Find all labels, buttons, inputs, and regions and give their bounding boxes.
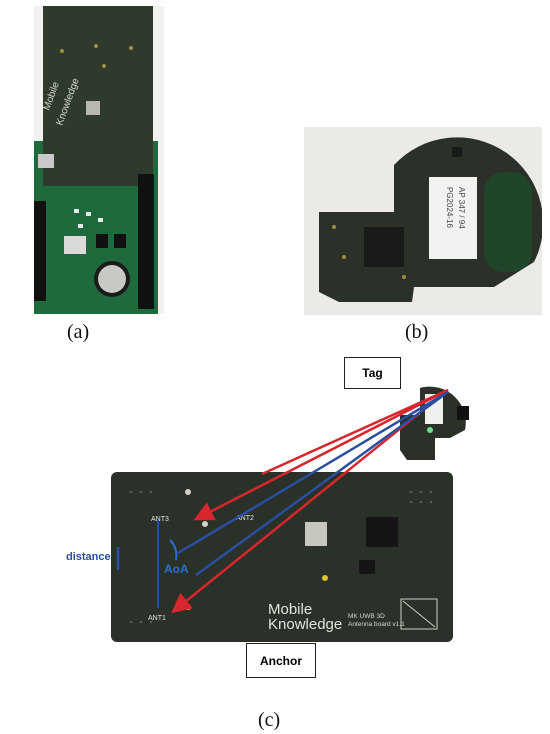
ant3-label: ANT3 bbox=[151, 516, 169, 523]
anchor-label-box: Anchor bbox=[246, 643, 316, 678]
usb-connector bbox=[38, 154, 54, 168]
tag-antenna bbox=[484, 172, 532, 272]
uwb-chip bbox=[86, 101, 100, 115]
ant1-label: ANT1 bbox=[148, 615, 166, 622]
ray-to-ant3 bbox=[193, 388, 449, 521]
tag-sticker bbox=[429, 177, 477, 259]
via-pattern bbox=[129, 490, 433, 624]
anchor-brand-line1: Mobile bbox=[268, 601, 312, 618]
header-right bbox=[138, 174, 154, 309]
anchor-board-name1: MK UWB 3D bbox=[348, 613, 385, 620]
ray-to-top bbox=[261, 388, 449, 476]
caption-a: (a) bbox=[67, 321, 90, 343]
caption-c: (c) bbox=[258, 709, 281, 731]
uwb-module bbox=[305, 522, 327, 546]
aoa-arc bbox=[169, 539, 178, 561]
header-left bbox=[34, 201, 46, 301]
devkit-illustration: Mobile Knowledge bbox=[34, 6, 158, 314]
tag-illustration-small bbox=[400, 386, 469, 460]
photo-a-devkit: Mobile Knowledge bbox=[34, 6, 164, 314]
coin-cell bbox=[98, 265, 126, 293]
tag-sticker-line1: PG2024-16 bbox=[445, 187, 454, 228]
anchor-brand-line2: Knowledge bbox=[268, 616, 342, 633]
tag-label-box: Tag bbox=[344, 357, 401, 389]
tag-button bbox=[452, 147, 462, 157]
board-pads bbox=[60, 44, 133, 68]
mcu-chip bbox=[366, 517, 398, 547]
caption-b: (b) bbox=[405, 321, 429, 343]
distance-label: distance bbox=[66, 551, 111, 563]
tag-photo-c bbox=[395, 380, 475, 462]
tag-illustration: PG2024-16 AP 347 / 94 bbox=[319, 137, 542, 302]
ray-blue-1 bbox=[177, 390, 449, 555]
ant2-label: ANT2 bbox=[236, 515, 254, 522]
tag-chip bbox=[364, 227, 404, 267]
ray-to-ant1 bbox=[171, 389, 449, 614]
tag-sticker-line2: AP 347 / 94 bbox=[457, 187, 466, 229]
aoa-label: AoA bbox=[164, 562, 189, 576]
ray-blue-2 bbox=[195, 390, 449, 577]
photo-b-tag: PG2024-16 AP 347 / 94 bbox=[304, 127, 542, 315]
anchor-board-name2: Antenna board v1.1 bbox=[348, 621, 405, 628]
